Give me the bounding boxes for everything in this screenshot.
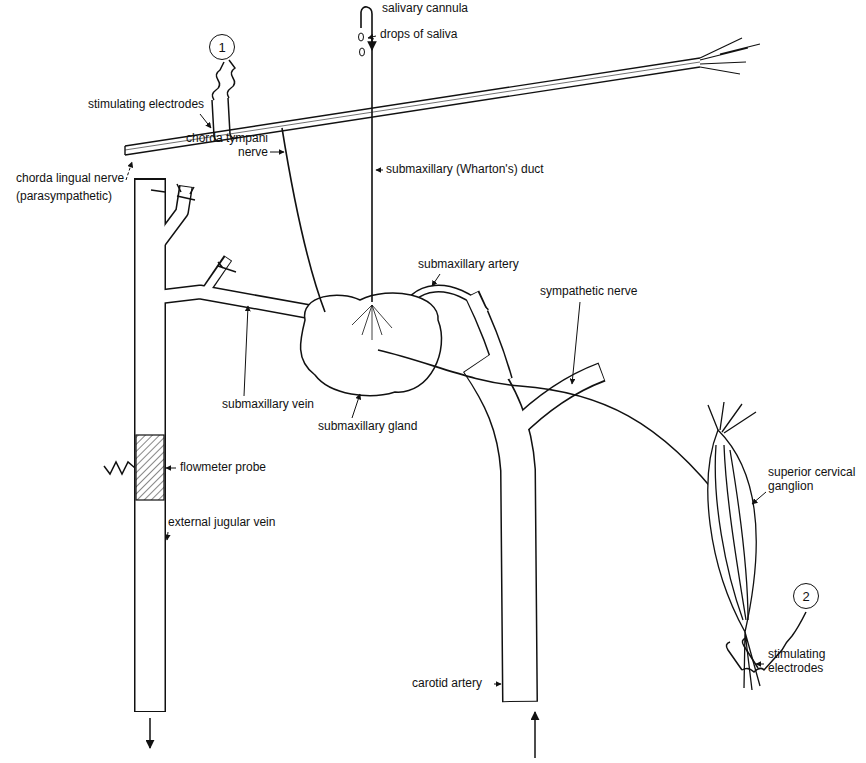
drawing-stroke (352, 305, 392, 340)
vessel-label: external jugular vein (168, 516, 275, 530)
drawing-stroke (708, 430, 757, 632)
flowmeter-probe (136, 435, 164, 500)
gland-ducts (352, 305, 392, 340)
ganglion-label: superior cervical ganglion (768, 466, 858, 494)
ligature-ties (151, 184, 236, 272)
chorda-tympani-nerve (282, 128, 325, 312)
flowmeter-wire (104, 462, 135, 474)
drawing-stroke (715, 445, 748, 620)
drawing-stroke (151, 190, 165, 192)
drawing-stroke (744, 632, 760, 690)
nerve-label: (parasympathetic) (16, 190, 112, 204)
flow-arrow (149, 718, 151, 748)
drawing-stroke (177, 184, 195, 200)
drawing-stroke (227, 60, 235, 98)
nerve-label: chorda tympani nerve (168, 132, 268, 160)
drawing-stroke (478, 363, 520, 701)
drawing-stroke (352, 394, 360, 418)
duct-label: submaxillary (Wharton's) duct (386, 163, 544, 177)
drawing-stroke (205, 258, 228, 292)
drawing-stroke (752, 492, 766, 504)
part-label: stimulating electrodes (768, 648, 858, 676)
drawing-stroke (700, 38, 760, 74)
vessel-label: carotid artery (412, 677, 482, 691)
drawing-stroke (472, 295, 505, 380)
drawing-stroke (218, 262, 236, 272)
submaxillary-gland (301, 293, 442, 396)
drawing-stroke (494, 684, 501, 685)
drawing-stroke (150, 292, 322, 314)
drawing-stroke (478, 362, 520, 702)
vessel-label: submaxillary vein (222, 398, 314, 412)
drawing-stroke (515, 372, 601, 430)
drawing-stroke (200, 114, 211, 128)
drawing-stroke (126, 162, 132, 180)
drawing-stroke (270, 152, 284, 153)
sympathetic-nerve (378, 350, 725, 505)
leader-lines (126, 36, 766, 684)
part-label: stimulating electrodes (88, 98, 204, 112)
drawing-stroke (742, 638, 758, 668)
callout-number: 2 (802, 589, 809, 604)
drawing-stroke (205, 259, 228, 292)
drawing-stroke (432, 274, 440, 286)
drawing-stroke (244, 306, 248, 396)
drawing-stroke (371, 38, 373, 50)
vessel-label: submaxillary artery (418, 258, 519, 272)
part-label: drops of saliva (380, 28, 457, 42)
callout-circle: 2 (793, 583, 819, 609)
drawing-stroke (726, 642, 742, 670)
blood-vessels (150, 178, 602, 712)
drawing-stroke (124, 146, 125, 155)
drawing-stroke (212, 62, 224, 100)
drawing-stroke (360, 48, 365, 56)
drawing-stroke (167, 532, 168, 540)
drawing-stroke (166, 468, 176, 469)
callout-circle: 1 (209, 34, 235, 60)
organ-label: submaxillary gland (318, 420, 417, 434)
drawing-stroke (756, 664, 764, 665)
callout-number: 1 (218, 40, 225, 55)
drawing-stroke (134, 178, 166, 712)
drawing-stroke (708, 402, 756, 433)
drawing-stroke (359, 33, 364, 41)
drawing-stroke (572, 302, 580, 384)
flow-arrow (534, 712, 536, 758)
superior-cervical-ganglion (708, 402, 760, 690)
device-label: flowmeter probe (180, 461, 266, 475)
drawing-stroke (515, 372, 602, 430)
stimulating-electrodes-1 (212, 60, 238, 141)
drawing-stroke (368, 36, 376, 38)
blood-vessel-lumen (150, 180, 601, 711)
drawing-stroke (376, 170, 383, 171)
saliva-drops (359, 33, 365, 56)
drawing-stroke (136, 180, 165, 711)
drawing-stroke (150, 292, 322, 314)
drawing-stroke (150, 181, 158, 215)
vessel-label: salivary cannula (382, 2, 468, 16)
nerve-label: sympathetic nerve (540, 285, 637, 299)
nerve-label: chorda lingual nerve (16, 172, 124, 186)
